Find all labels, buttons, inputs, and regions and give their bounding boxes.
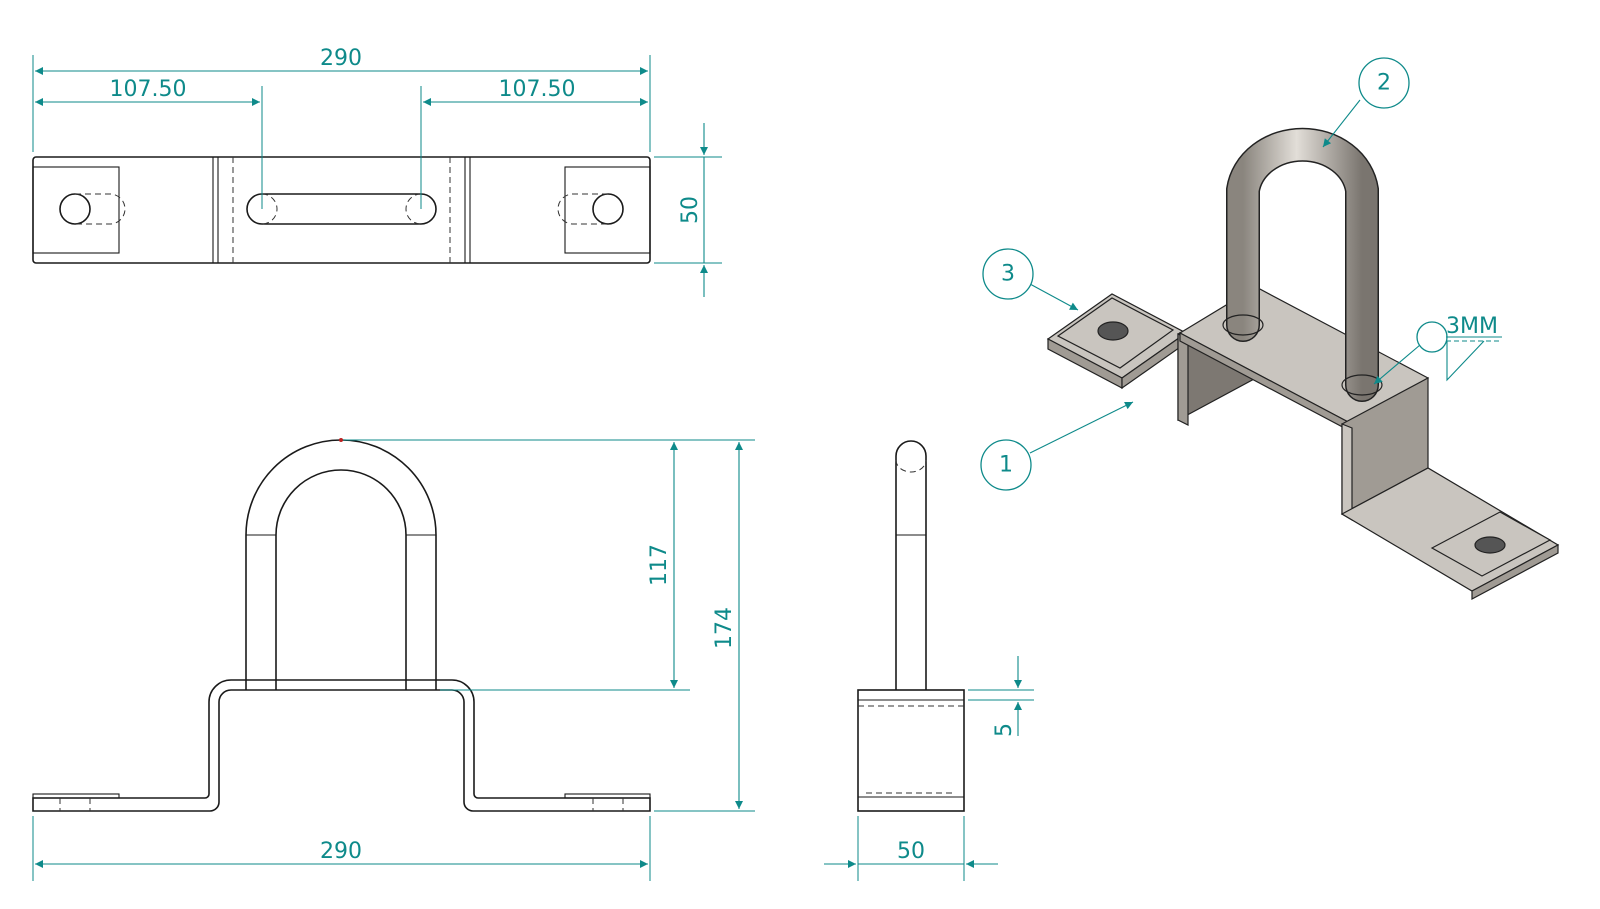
dim-side-thickness: 5 xyxy=(992,723,1017,737)
top-view: 290 107.50 107.50 50 xyxy=(32,46,722,297)
side-view: 5 50 xyxy=(824,440,1034,881)
svg-text:2: 2 xyxy=(1377,71,1391,96)
top-view-outline xyxy=(32,156,651,264)
dim-top-left-offset: 107.50 xyxy=(110,77,187,102)
front-u-bolt-inner xyxy=(275,469,407,690)
dim-top-overall-width: 290 xyxy=(320,46,362,71)
svg-text:3: 3 xyxy=(1001,262,1015,287)
side-block-outline xyxy=(857,689,965,812)
balloon-1 xyxy=(980,439,1032,491)
top-left-hole xyxy=(59,193,91,225)
dim-front-total-height: 174 xyxy=(712,607,737,649)
side-u-bolt-leg xyxy=(895,440,927,690)
top-right-hole xyxy=(592,193,624,225)
front-bracket-outline xyxy=(32,679,651,812)
dim-front-loop-height: 117 xyxy=(647,544,672,586)
weld-all-around-circle xyxy=(1416,321,1448,353)
weld-size-label: 3MM xyxy=(1446,314,1498,339)
svg-text:1: 1 xyxy=(999,453,1013,478)
dim-side-width: 50 xyxy=(897,839,925,864)
front-view: 117 174 290 xyxy=(32,438,755,881)
fillet-weld-symbol xyxy=(1446,340,1485,382)
dim-top-depth: 50 xyxy=(678,196,703,224)
iso-u-bolt xyxy=(1227,129,1378,401)
dim-front-overall-width: 290 xyxy=(320,839,362,864)
balloon-3 xyxy=(982,248,1034,300)
top-left-tab xyxy=(32,166,120,254)
balloon-2 xyxy=(1358,57,1410,109)
dim-top-right-offset: 107.50 xyxy=(499,77,576,102)
isometric-view: 2 3 1 3MM xyxy=(980,57,1560,601)
top-center-slot xyxy=(246,193,437,225)
top-right-tab xyxy=(564,166,651,254)
front-u-bolt-outer xyxy=(245,439,437,690)
